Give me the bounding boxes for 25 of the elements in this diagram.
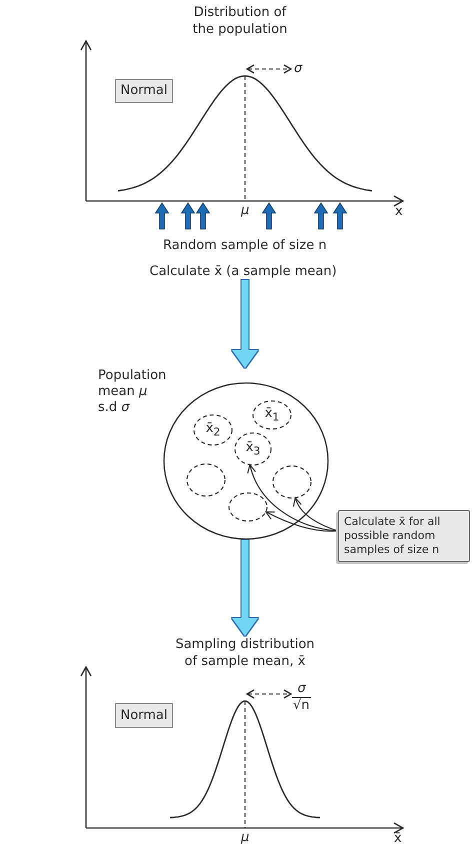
section-heading: Sampling distribution of sample mean, x̄ <box>172 636 318 670</box>
symbol-label: √n <box>293 698 310 713</box>
mean-label: μ <box>241 202 250 219</box>
caption-text: Random sample of size n <box>163 237 327 254</box>
leader-arrow <box>265 511 338 532</box>
distribution-tag: Normal <box>115 79 173 103</box>
symbol-label: σ <box>298 681 306 696</box>
sample-circle: x̄$_{3}$ <box>234 432 272 466</box>
mean-label: μ <box>241 829 250 846</box>
leader-arrow <box>294 497 338 532</box>
sample-circle: x̄$_{2}$ <box>193 414 233 446</box>
callout-box: Calculate x̄ for all possible random samples of size n <box>338 510 470 562</box>
sample-circle <box>272 465 312 499</box>
section-heading: Distribution of the population <box>192 4 288 38</box>
step-text: Calculate x̄ (a sample mean) <box>150 263 337 280</box>
flow-arrow <box>232 280 258 368</box>
symbol-label: σ <box>294 60 302 77</box>
axis-label: x <box>395 203 403 220</box>
population-label: Population mean μ s.d σ <box>98 368 166 416</box>
distribution-tag: Normal <box>115 703 173 728</box>
axis-label: x̄ <box>394 830 402 847</box>
sample-circle: x̄$_{1}$ <box>252 400 292 430</box>
sample-circle <box>228 492 268 522</box>
sample-circle <box>186 463 226 497</box>
flow-arrow <box>232 540 258 636</box>
